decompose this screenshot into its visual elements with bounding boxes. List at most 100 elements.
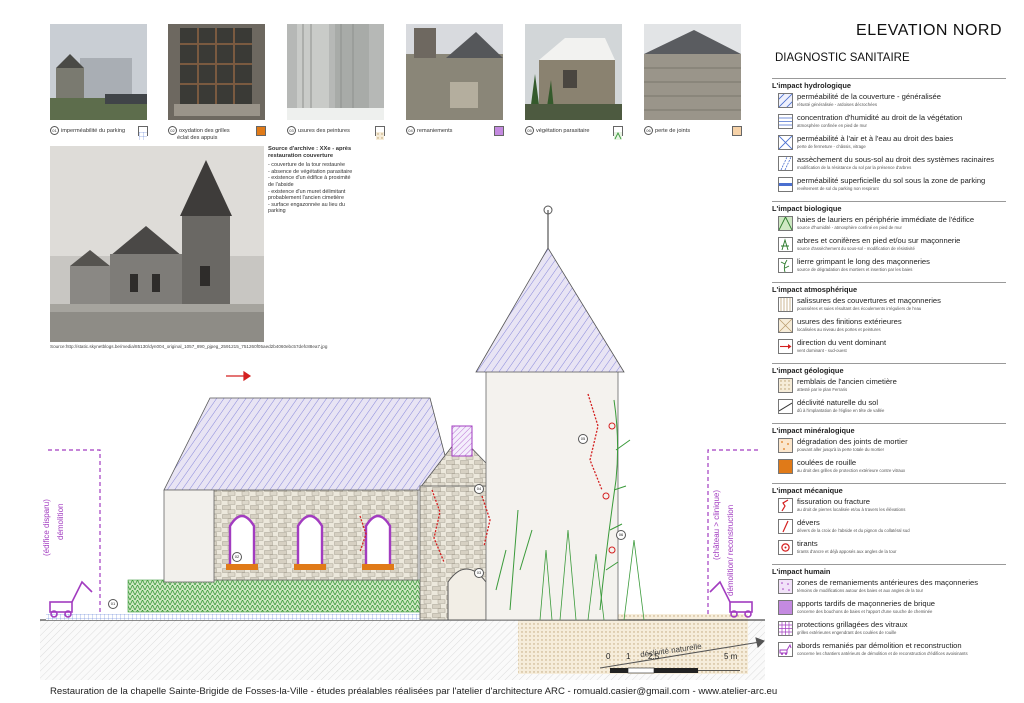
legend-section-title: L'impact biologique <box>772 201 1006 213</box>
legend-item-title: arbres et conifères en pied et/ou sur ma… <box>797 236 961 245</box>
solid-orange-icon <box>778 459 793 474</box>
legend-item-title: déclivité naturelle du sol <box>797 398 879 407</box>
swatch-photo-1 <box>138 126 148 140</box>
vlines-tan-icon <box>778 297 793 312</box>
legend-item-subtitle: témoins de modifications autour des baie… <box>797 588 924 593</box>
legend-item-title: zones de remaniements antérieures des ma… <box>797 578 979 587</box>
legend-item-title: tirants <box>797 539 818 548</box>
archive-caption: Source d'archive : XXe - après restaurat… <box>268 146 358 215</box>
legend-section-title: L'impact minéralogique <box>772 423 1006 435</box>
hedge <box>127 579 439 613</box>
cemetery-fill <box>518 614 748 674</box>
swatch-photo-5 <box>613 126 623 140</box>
marker-04: 04 <box>474 484 484 494</box>
tower <box>485 365 619 621</box>
hatch-blue-icon <box>774 89 797 112</box>
photo-grilles <box>168 24 265 120</box>
legend-item-title: perméabilité de la couverture - générali… <box>797 92 941 101</box>
legend-item-title: apports tardifs de maçonneries de brique <box>797 599 936 608</box>
right-label-1: (château > clinique) <box>712 489 721 560</box>
photo-joints <box>644 24 741 120</box>
legend-item-subtitle: concerne des bouchons de baies et l'appo… <box>797 609 933 614</box>
diag-blue-icon <box>778 156 793 171</box>
digger-left <box>49 580 93 618</box>
legend-section-title: L'impact atmosphérique <box>772 282 1006 294</box>
tower-spire <box>475 247 625 373</box>
legend-item-subtitle: poussières et suies résultant des écoule… <box>797 306 922 311</box>
marker-02: 02 <box>232 552 242 562</box>
legend-item-title: abords remaniés par démolition et recons… <box>797 641 962 650</box>
legend-item-title: lierre grimpant le long des maçonneries <box>797 257 930 266</box>
photo-vegetation <box>525 24 622 120</box>
legend-item-subtitle: dû à l'implantation de l'église en tête … <box>797 408 885 413</box>
legend-item-title: remblais de l'ancien cimetière <box>797 377 897 386</box>
swatch-photo-3 <box>375 126 385 140</box>
scale-tick-1: 1 <box>626 652 631 661</box>
archive-photo <box>50 146 264 342</box>
legend-item-subtitle: atmosphère confinée en pied de mur <box>797 123 867 128</box>
photo-peintures <box>287 24 384 120</box>
left-label-2: démolition <box>56 503 65 540</box>
legend-item-subtitle: localisées au niveau des portes et peint… <box>797 327 881 332</box>
legend-section-title: L'impact hydrologique <box>772 78 1006 90</box>
legend-item-subtitle: modification de la résistance du sol par… <box>797 165 912 170</box>
right-bracket <box>707 449 758 614</box>
legend-item-subtitle: dévers de la croix de l'abside et du pig… <box>797 528 910 533</box>
dots-tan-icon <box>778 378 793 393</box>
cross-blue-icon <box>778 135 793 150</box>
nave-roof <box>163 397 455 491</box>
legend-item-subtitle: tirants d'ancre et déjà apposés aux angl… <box>797 549 897 554</box>
tree-green-icon <box>778 237 793 252</box>
page-title: ELEVATION NORD <box>856 22 1002 39</box>
dots-violet-icon <box>778 579 793 594</box>
ivy <box>495 399 631 611</box>
legend-section-title: L'impact mécanique <box>772 483 1006 495</box>
arrow-red-icon <box>778 339 793 354</box>
legend-item-subtitle: perte de fermeture - châssis, vitrage <box>797 144 866 149</box>
legend-item-title: fissuration ou fracture <box>797 497 871 506</box>
grid-violet-icon <box>778 621 793 636</box>
cracks <box>359 393 603 563</box>
legend-item-title: usures des finitions extérieures <box>797 317 902 326</box>
legend-item-title: protections grillagées des vitraux <box>797 620 908 629</box>
legend-item-subtitle: grilles extérieures engendrant des coulé… <box>797 630 897 635</box>
legend-item-subtitle: source d'humidité - atmosphère confiné e… <box>797 225 902 230</box>
legend-section-title: L'impact géologique <box>772 363 1006 375</box>
legend-item-subtitle: au droit des grilles de protection extér… <box>797 468 906 473</box>
legend-item-title: dégradation des joints de mortier <box>797 437 908 446</box>
legend-item-title: perméabilité à l'air et à l'eau au droit… <box>797 134 954 143</box>
digger-violet-icon <box>778 642 793 657</box>
scale-tick-3: 5 m <box>724 652 738 661</box>
scale-tick-2: 2.5 <box>648 652 660 661</box>
nave-windows <box>226 514 394 570</box>
crack-red-icon <box>778 498 793 513</box>
legend-item-title: direction du vent dominant <box>797 338 887 347</box>
swatch-photo-2 <box>256 126 266 136</box>
slope-icon <box>778 399 793 414</box>
page-subtitle: DIAGNOSTIC SANITAIRE <box>775 52 910 64</box>
legend-item-title: haies de lauriers en périphérie immédiat… <box>797 215 975 224</box>
photo-remaniements <box>406 24 503 120</box>
swatch-photo-4 <box>494 126 504 136</box>
ring-red-icon <box>778 540 793 555</box>
lean-red-icon <box>778 519 793 534</box>
legend-item-subtitle: revêtement de sol du parking non respira… <box>797 186 879 191</box>
solid-violet-icon <box>778 600 793 615</box>
archive-bullet: - surface engazonnée au lieu du parking <box>268 201 346 215</box>
archive-bullet: - absence de végétation parasitaire <box>268 168 353 175</box>
cross-tan-icon <box>778 318 793 333</box>
bar-blue-icon <box>778 177 793 192</box>
right-label-2: démolition/ reconstruction <box>726 504 735 596</box>
marker-05: 05 <box>578 434 588 444</box>
archive-bullet: - couverture de la tour restaurée <box>268 162 346 169</box>
check-green-icon <box>778 215 793 231</box>
marker-06: 06 <box>616 530 626 540</box>
slope-arrow <box>599 637 765 669</box>
scale-tick-0: 0 <box>606 652 611 661</box>
elevation-drawing <box>40 205 765 680</box>
